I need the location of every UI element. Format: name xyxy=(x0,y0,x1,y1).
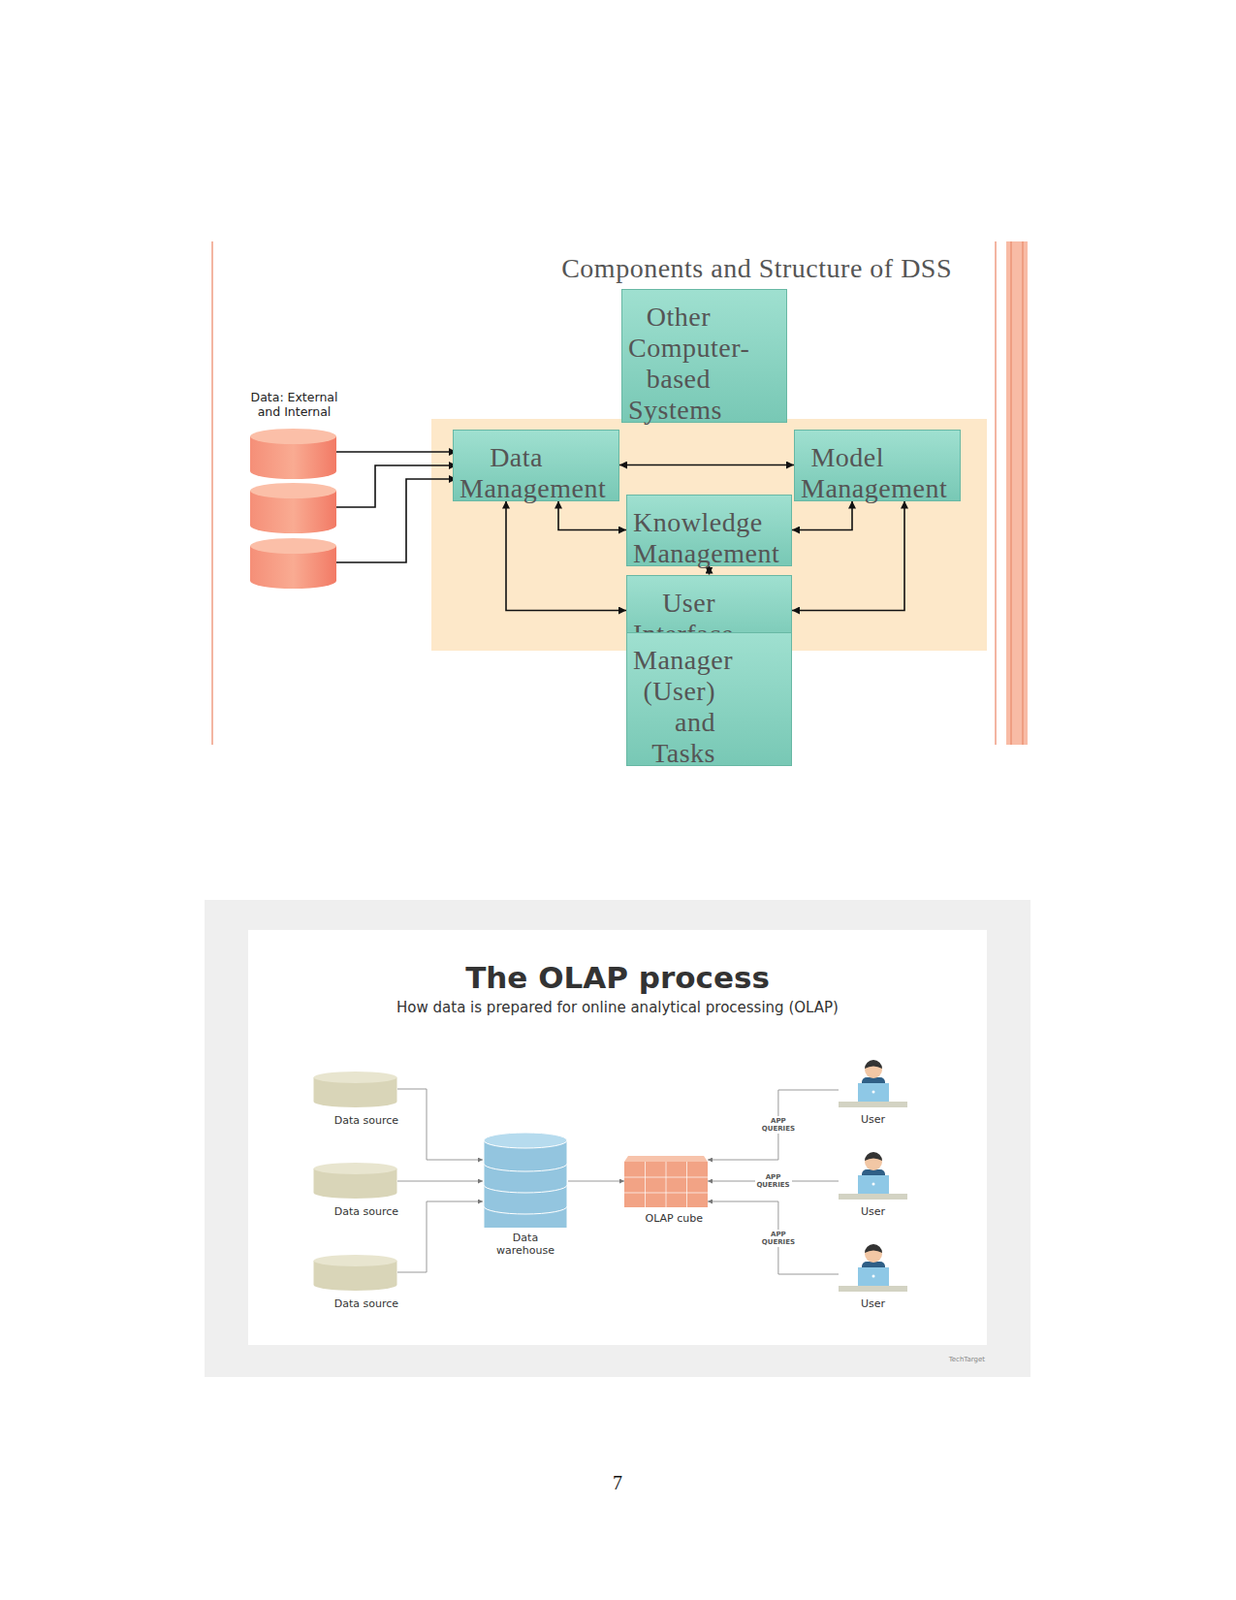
user-icon: User xyxy=(838,1241,908,1312)
slide-stripe xyxy=(994,241,997,745)
olap-cube: OLAP cube xyxy=(624,1155,708,1229)
data-source-cylinder: Data source xyxy=(313,1162,398,1231)
node-text: Manager (User) and Tasks xyxy=(627,644,792,769)
connector-arrow xyxy=(558,501,627,531)
user-icon: User xyxy=(838,1149,908,1220)
connector-arrow xyxy=(792,501,853,531)
flow-arrow xyxy=(397,1180,483,1182)
slide-stripe xyxy=(1010,241,1013,745)
node-text: OLAP cube xyxy=(645,1211,688,1225)
node-text: Model Management xyxy=(794,442,960,505)
data-source-cylinder-shape xyxy=(313,1071,398,1108)
user-icon: User xyxy=(838,1057,908,1128)
group-label: Data: External and Internal xyxy=(238,389,350,419)
node-text: The OLAP process xyxy=(204,959,1031,995)
data-warehouse: Data warehouse xyxy=(482,1132,569,1264)
flow-arrow xyxy=(707,1089,839,1160)
process-box: Data Management xyxy=(452,429,620,502)
subtitle-text: How data is prepared for online analytic… xyxy=(204,998,1031,1016)
process-box: Model Management xyxy=(793,429,961,502)
flow-arrow xyxy=(397,1201,483,1272)
slide-ground xyxy=(211,241,1028,745)
flow-arrow xyxy=(397,1088,483,1160)
slide-panel: Components and Structure of DSS Other Com… xyxy=(211,241,1028,745)
slide-bar xyxy=(1006,241,1028,745)
node-text: User xyxy=(855,1204,891,1218)
user-icon-shape xyxy=(838,1057,908,1109)
data-source-cylinder-shape xyxy=(313,1254,398,1291)
node-text: Knowledge Management xyxy=(627,507,792,570)
olap-frame xyxy=(204,899,1031,1377)
node-text: Other Computer-based Systems xyxy=(622,301,787,426)
watermark: TechTarget xyxy=(930,1355,985,1363)
process-box: Knowledge Management xyxy=(626,494,793,567)
page-number: 7 xyxy=(578,1471,657,1494)
slide-stripe xyxy=(1021,241,1024,745)
edge-label: APP QUERIES xyxy=(760,1115,797,1134)
dss-region xyxy=(431,418,987,651)
edge-label: APP QUERIES xyxy=(760,1228,797,1246)
node-text: Data source xyxy=(334,1204,378,1218)
user-icon-shape xyxy=(838,1149,908,1201)
node-text: Data source xyxy=(334,1113,378,1127)
node-text: User xyxy=(855,1112,891,1126)
data-cylinders xyxy=(250,428,337,589)
flow-arrow xyxy=(707,1201,839,1274)
data-source-cylinder: Data source xyxy=(313,1254,398,1323)
slide-panel: The OLAP processHow data is prepared for… xyxy=(204,899,1031,1377)
node-text: Data Management xyxy=(453,442,619,505)
edge-label: APP QUERIES xyxy=(755,1172,793,1190)
node-text: Components and Structure of DSS xyxy=(211,253,1028,285)
node-text: User xyxy=(855,1297,891,1310)
connector-arrow xyxy=(506,501,627,611)
connector-arrow xyxy=(792,501,905,611)
flow-arrow xyxy=(568,1180,625,1182)
process-box: Other Computer-based Systems xyxy=(621,288,788,423)
user-icon-shape xyxy=(838,1241,908,1293)
olap-cube-shape xyxy=(624,1155,708,1207)
slide-stripe xyxy=(211,241,214,745)
node-text: Data source xyxy=(334,1297,378,1310)
node-text: Data warehouse xyxy=(490,1231,561,1257)
connector-arrow xyxy=(619,464,794,467)
data-warehouse-shape xyxy=(482,1132,569,1228)
process-box: Manager (User) and Tasks xyxy=(626,632,793,766)
data-source-cylinder-shape xyxy=(313,1162,398,1199)
data-source-cylinder: Data source xyxy=(313,1071,398,1140)
